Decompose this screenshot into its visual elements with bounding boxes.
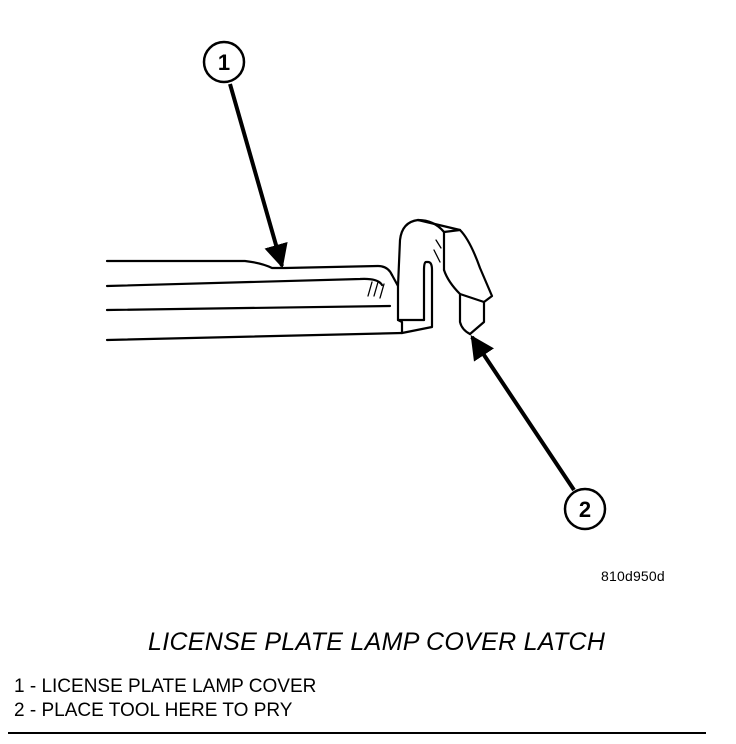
figure-title: LICENSE PLATE LAMP COVER LATCH xyxy=(148,628,606,656)
callout-2-arrow xyxy=(470,335,576,492)
lamp-cover-drawing xyxy=(105,218,494,342)
callout-1-circle xyxy=(202,40,246,84)
legend: 1 - LICENSE PLATE LAMP COVER 2 - PLACE T… xyxy=(14,675,316,723)
callout-1-arrow xyxy=(228,83,288,269)
legend-item-2: 2 - PLACE TOOL HERE TO PRY xyxy=(14,700,293,721)
figure-id: 810d950d xyxy=(601,568,665,584)
callout-1: 1 xyxy=(202,40,288,269)
callout-1-number: 1 xyxy=(218,50,230,75)
latch-illustration: 1 2 xyxy=(105,40,607,531)
callout-2: 2 xyxy=(470,335,607,531)
legend-item-1: 1 - LICENSE PLATE LAMP COVER xyxy=(14,676,317,697)
callout-2-number: 2 xyxy=(579,497,591,522)
bottom-rule xyxy=(8,732,706,734)
callout-2-circle xyxy=(563,487,607,531)
